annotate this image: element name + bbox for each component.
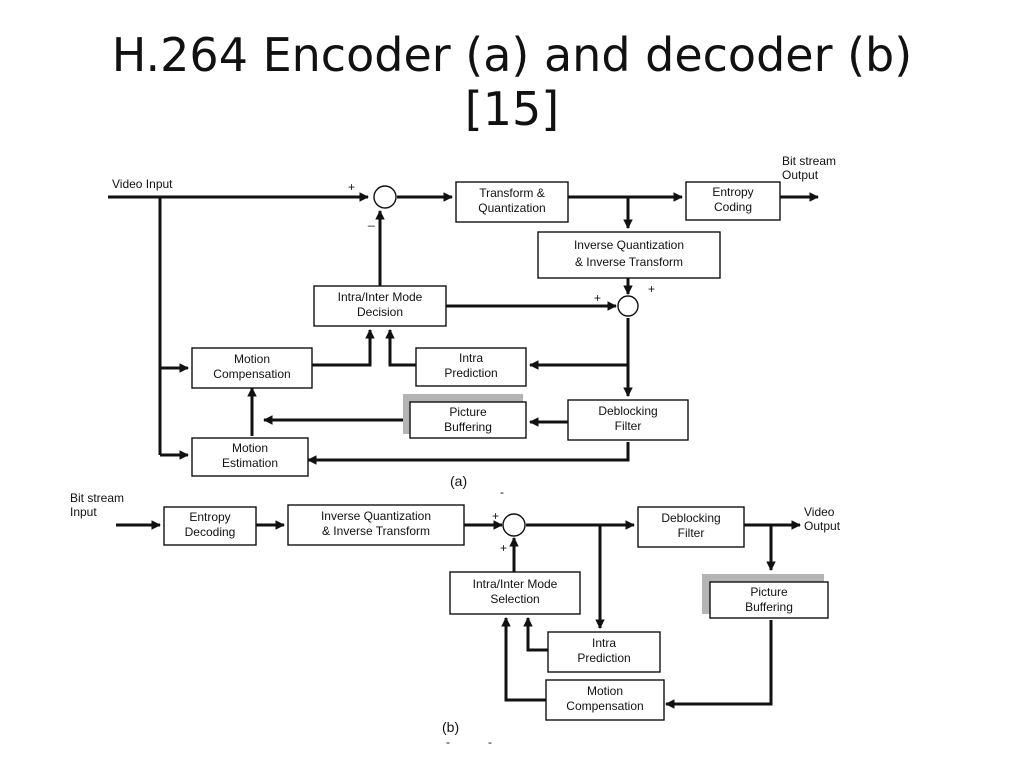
decoder-bitstream-input-label-1: Bit stream [70,491,124,505]
slide-title: H.264 Encoder (a) and decoder (b) [15] [0,28,1024,136]
block-entropy-coding: Entropy Coding [685,181,781,221]
block-decoder-picture-buffering: Picture Buffering [702,574,829,619]
decoder-video-output-label-2: Output [804,519,841,533]
encoder-sum-plus-sign: + [348,180,355,194]
inverse-quantization-label-2: & Inverse Transform [575,255,683,269]
decoder-picture-buffering-label-1: Picture [750,585,788,599]
block-motion-compensation: Motion Compensation [191,347,313,389]
entropy-decoding-label-2: Decoding [185,525,236,539]
deblocking-filter-label-2: Filter [615,419,642,433]
wire-motion-comp-to-mode [501,617,546,702]
decoder-deblocking-filter-label-2: Filter [678,526,705,540]
decoder-sum-plus-sign-left: + [492,509,499,523]
encoder-wires [108,192,819,465]
decoder-motion-compensation-label-1: Motion [587,684,623,698]
encoder-reconstruction-sum-node [617,295,639,317]
decoder-dash-mark-bottom-right: - [488,735,492,749]
mode-selection-label-1: Intra/Inter Mode [473,577,558,591]
decoder-intra-prediction-label-1: Intra [592,636,616,650]
inverse-quantization-label-1: Inverse Quantization [574,238,684,252]
mode-selection-label-2: Selection [490,592,539,606]
slide-title-line2: [15] [464,82,560,136]
wire-deblocking-to-motion-est [307,442,630,465]
encoder-sum-node [373,185,397,209]
encoder-bitstream-output-label-2: Output [782,168,819,182]
encoder-sum2-plus-sign-left: + [594,291,601,305]
block-entropy-decoding: Entropy Decoding [163,506,257,546]
encoder-caption: (a) [450,473,467,489]
block-intra-prediction: Intra Prediction [415,347,527,387]
decoder-dash-mark-bottom-left: - [446,735,450,749]
deblocking-filter-label-1: Deblocking [598,404,657,418]
encoder-video-input-label: Video Input [112,177,173,191]
block-decoder-deblocking-filter: Deblocking Filter [637,506,745,548]
slide-title-line1: H.264 Encoder (a) and decoder (b) [111,28,913,82]
entropy-decoding-label-1: Entropy [189,510,230,524]
motion-compensation-label-2: Compensation [213,367,290,381]
decoder-inverse-quantization-label-2: & Inverse Transform [322,524,430,538]
mode-decision-label-1: Intra/Inter Mode [338,290,423,304]
block-decoder-inverse-quantization: Inverse Quantization & Inverse Transform [287,504,465,546]
block-mode-decision: Intra/Inter Mode Decision [313,285,447,327]
decoder-video-output-label-1: Video [804,505,835,519]
transform-quantization-label-1: Transform & [479,186,545,200]
encoder-bitstream-output-label-1: Bit stream [782,154,836,168]
encoder-diagram: Transform & Quantization Entropy Coding … [108,154,836,489]
block-motion-estimation: Motion Estimation [191,437,309,477]
decoder-dash-mark-top: - [500,485,504,499]
decoder-picture-buffering-label-2: Buffering [745,600,793,614]
decoder-bitstream-input-label-2: Input [70,505,97,519]
decoder-motion-compensation-label-2: Compensation [566,699,643,713]
decoder-deblocking-filter-label-1: Deblocking [661,511,720,525]
block-decoder-motion-compensation: Motion Compensation [545,679,665,721]
transform-quantization-label-2: Quantization [478,201,545,215]
wire-intra-to-mode [385,329,416,367]
encoder-sum2-plus-sign-top: + [648,282,655,296]
decoder-intra-prediction-label-2: Prediction [577,651,630,665]
decoder-sum-node [502,513,526,537]
wire-motion-comp-to-mode [312,329,375,367]
picture-buffering-label-1: Picture [449,405,487,419]
decoder-inverse-quantization-label-1: Inverse Quantization [321,509,431,523]
block-inverse-quantization: Inverse Quantization & Inverse Transform [537,231,721,279]
block-decoder-intra-prediction: Intra Prediction [547,631,661,673]
motion-estimation-label-2: Estimation [222,456,278,470]
decoder-sum-plus-sign-bottom: + [500,541,507,555]
decoder-caption: (b) [442,719,459,735]
picture-buffering-label-2: Buffering [444,420,492,434]
wire-intra-to-mode [523,617,548,652]
block-deblocking-filter: Deblocking Filter [567,399,689,441]
motion-estimation-label-1: Motion [232,441,268,455]
block-picture-buffering: Picture Buffering [403,394,527,439]
mode-decision-label-2: Decision [357,305,403,319]
wire-buffer-to-motion-comp [665,620,773,709]
decoder-diagram: Entropy Decoding Inverse Quantization & … [70,485,841,749]
encoder-sum-minus-sign: _ [367,213,375,227]
intra-prediction-label-1: Intra [459,351,483,365]
entropy-coding-label-1: Entropy [712,185,753,199]
block-transform-quantization: Transform & Quantization [455,181,569,223]
block-mode-selection: Intra/Inter Mode Selection [449,571,581,615]
motion-compensation-label-1: Motion [234,352,270,366]
decoder-wires [116,520,801,709]
entropy-coding-label-2: Coding [714,200,752,214]
intra-prediction-label-2: Prediction [444,366,497,380]
